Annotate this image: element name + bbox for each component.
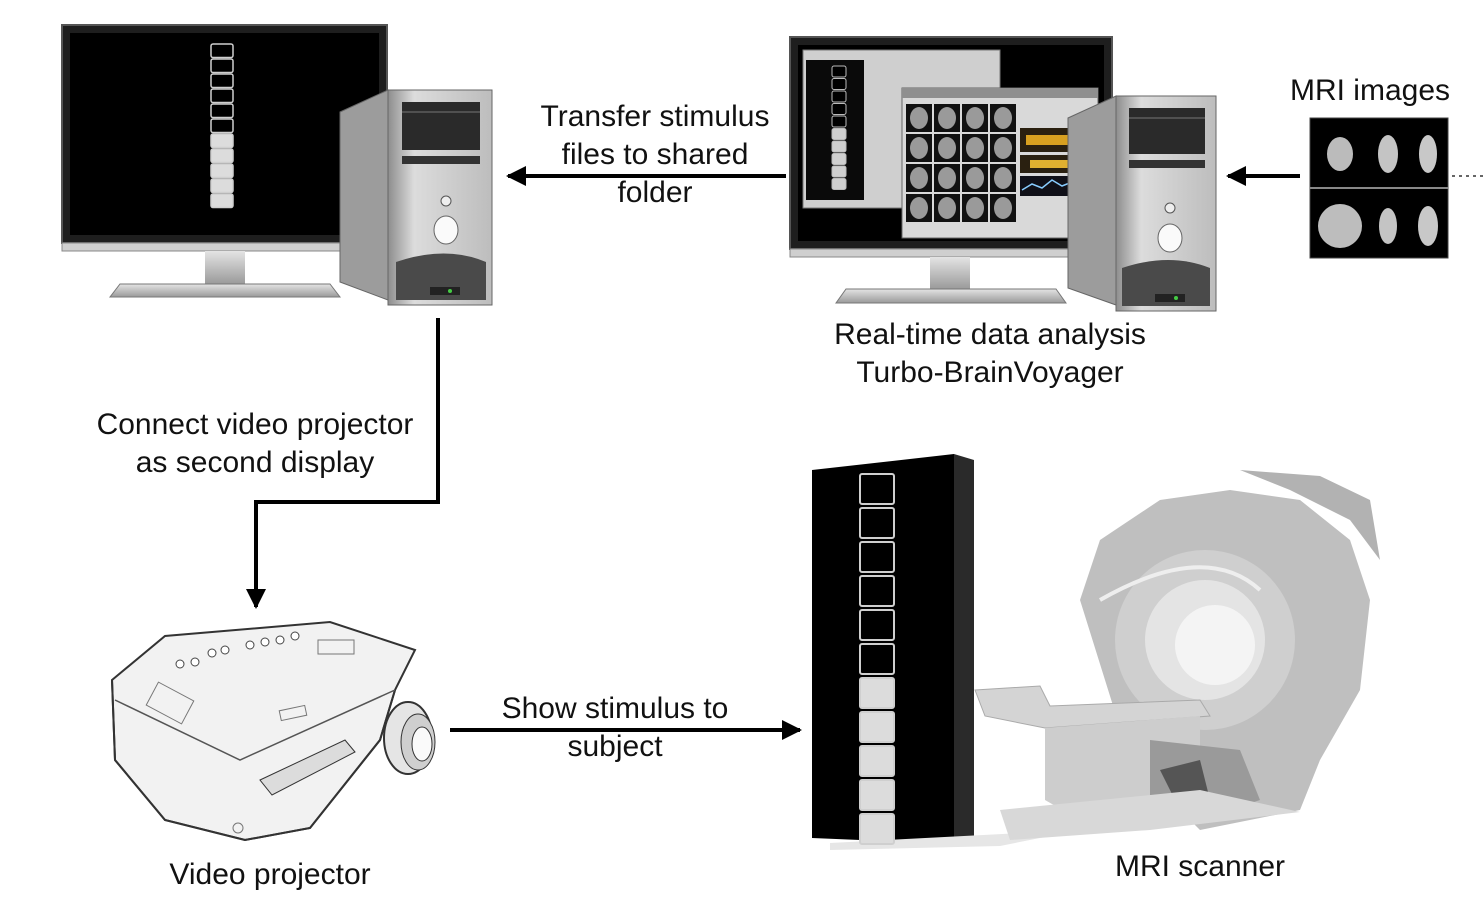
brain-slice-image [910,107,928,129]
level-box-filled [859,711,895,743]
level-box-empty [831,78,847,90]
level-box-filled [859,745,895,777]
brain-slice-image [938,167,956,189]
analysis-label-line1: Real-time data analysis [834,318,1146,351]
level-box-filled [210,133,234,149]
brain-slice-image [966,137,984,159]
level-box-filled [859,677,895,709]
level-box-empty [859,541,895,573]
level-box-filled [831,153,847,165]
level-box-empty [210,58,234,74]
brain-slice-image [994,107,1012,129]
level-box-filled [831,128,847,140]
level-box-filled [210,178,234,194]
level-box-empty [210,73,234,89]
software-brain-slices [906,104,1016,222]
brain-slice-image [994,167,1012,189]
arrow-stimulus-to-projector [246,318,440,609]
transfer-label: Transfer stimulus files to shared folder [505,98,805,212]
analysis-monitor [789,36,1113,304]
show-stimulus-label: Show stimulus to subject [475,690,755,766]
analysis-label: Real-time data analysis Turbo-BrainVoyag… [800,316,1180,392]
brain-slice-image [938,197,956,219]
stimulus-panel-levels [859,473,895,845]
mri-images-label: MRI images [1289,74,1451,107]
brain-slice-image [938,137,956,159]
transfer-label-line3: folder [617,176,693,209]
level-box-filled [831,165,847,178]
connect-label-line2: as second display [135,446,375,479]
level-box-empty [831,65,847,78]
connect-label: Connect video projector as second displa… [70,406,440,482]
stimulus-monitor [61,24,388,298]
connect-label-line1: Connect video projector [96,408,414,441]
level-box-filled [831,178,847,190]
level-box-filled [859,779,895,811]
level-box-empty [831,115,847,128]
level-box-empty [859,473,895,505]
level-box-empty [859,609,895,641]
brain-slice-image [910,167,928,189]
level-box-filled [831,140,847,153]
brain-slice-image [966,107,984,129]
video-projector [110,620,436,842]
stimulus-computer-tower [339,89,493,306]
brain-slice-image [938,107,956,129]
level-box-empty [859,643,895,675]
level-box-filled [210,193,234,209]
brain-slice-image [966,167,984,189]
transfer-label-line2: files to shared [561,138,749,171]
brain-slice-image [994,137,1012,159]
brain-slice-image [994,197,1012,219]
brain-slice-image [910,137,928,159]
transfer-label-line1: Transfer stimulus [540,100,770,133]
mri-scanner-label: MRI scanner [1114,850,1286,883]
level-box-empty [831,90,847,103]
software-stimulus-preview [831,65,847,190]
level-box-empty [210,43,234,59]
brain-slice-image [910,197,928,219]
show-stimulus-label-line2: subject [567,730,663,763]
level-box-empty [210,88,234,104]
stimulus-level-bar [210,43,234,209]
mri-scanner [974,470,1380,840]
stimulus-panel [812,454,1080,850]
brain-slice-image [966,197,984,219]
level-box-empty [859,507,895,539]
analysis-computer-tower [1067,95,1217,312]
show-stimulus-label-line1: Show stimulus to [501,692,729,725]
analysis-label-line2: Turbo-BrainVoyager [856,356,1124,389]
level-box-filled [210,163,234,179]
level-box-empty [859,575,895,607]
level-box-filled [859,813,895,845]
video-projector-label: Video projector [169,858,371,891]
level-box-empty [210,118,234,134]
level-box-empty [210,103,234,119]
level-box-filled [210,148,234,164]
mri-images-thumbnails [1309,117,1484,259]
level-box-empty [831,103,847,115]
